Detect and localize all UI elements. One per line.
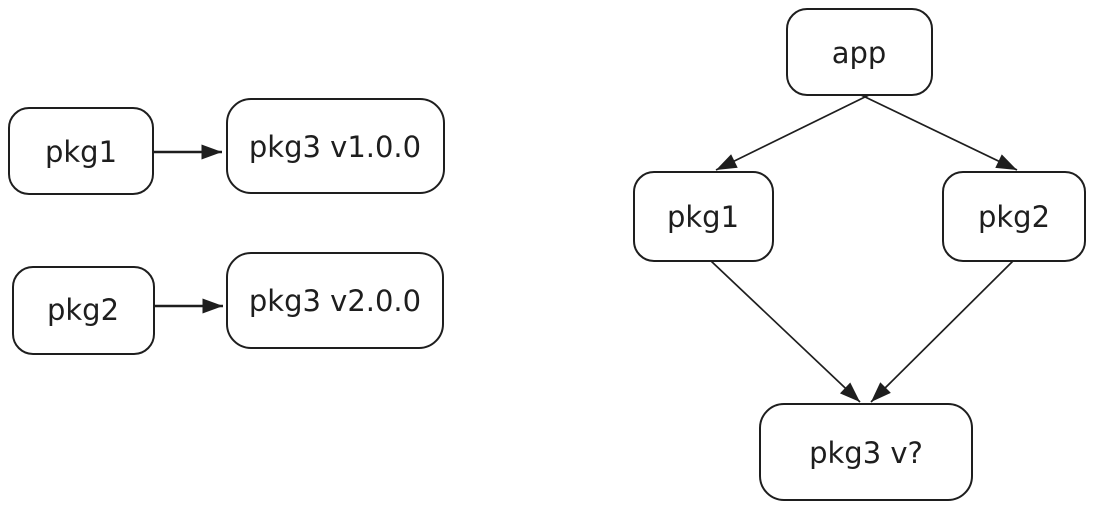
node-right-pkg2: pkg2: [942, 171, 1086, 262]
node-pkg3-unresolved: pkg3 v?: [759, 403, 973, 501]
edge-app-to-pkg1-arrow: [715, 94, 870, 171]
node-label: pkg1: [45, 135, 117, 169]
node-box: [12, 266, 155, 355]
node-label: pkg2: [978, 200, 1050, 234]
node-left-pkg1: pkg1: [8, 107, 154, 195]
node-left-pkg3-v1: pkg3 v1.0.0: [226, 98, 445, 194]
node-box: [786, 8, 933, 96]
node-left-pkg3-v2: pkg3 v2.0.0: [226, 252, 444, 349]
node-box: [226, 252, 444, 349]
node-label: pkg3 v?: [809, 436, 923, 470]
edge-pkg1-to-pkg3vq-arrow: [710, 260, 861, 403]
edge-app-to-pkg2-arrow: [860, 94, 1018, 171]
node-box: [8, 107, 154, 195]
node-label: app: [832, 36, 887, 70]
node-app: app: [786, 8, 933, 96]
node-right-pkg1: pkg1: [633, 171, 774, 262]
node-box: [942, 171, 1086, 262]
node-box: [759, 403, 973, 501]
node-label: pkg2: [47, 293, 119, 327]
edge-pkg2-to-pkg3vq-arrow: [870, 260, 1014, 403]
node-box: [633, 171, 774, 262]
node-label: pkg3 v2.0.0: [249, 284, 421, 318]
node-box: [226, 98, 445, 194]
node-left-pkg2: pkg2: [12, 266, 155, 355]
node-label: pkg1: [667, 200, 739, 234]
node-label: pkg3 v1.0.0: [249, 130, 421, 164]
